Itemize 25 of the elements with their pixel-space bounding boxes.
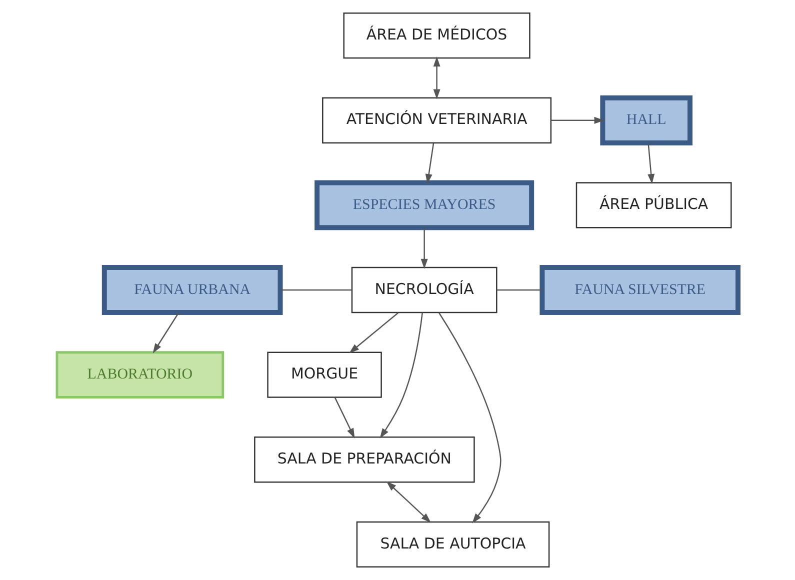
- arrow: [380, 312, 423, 438]
- node-box: SALA DE AUTOPCIA: [356, 521, 550, 568]
- arrow: [433, 56, 440, 100]
- arrow: [152, 312, 180, 354]
- node-box: NECROLOGÍA: [351, 266, 498, 314]
- arrow: [349, 312, 398, 354]
- arrow: [334, 397, 355, 438]
- node-box: LABORATORIO: [56, 351, 224, 399]
- arrow: [550, 116, 604, 124]
- arrow: [386, 481, 431, 523]
- node-box: HALL: [600, 95, 692, 146]
- connector: [496, 289, 542, 291]
- node-box: SALA DE PREPARACIÓN: [254, 436, 475, 483]
- connector: [280, 289, 352, 291]
- node-box: ESPECIES MAYORES: [314, 180, 534, 230]
- node-box: FAUNA SILVESTRE: [540, 265, 740, 315]
- arrow: [438, 312, 502, 524]
- arrow: [648, 143, 655, 184]
- arrow: [425, 143, 434, 184]
- node-box: FAUNA URBANA: [102, 265, 283, 315]
- node-box: ATENCIÓN VETERINARIA: [322, 97, 552, 144]
- arrow: [420, 228, 428, 269]
- node-box: ÁREA PÚBLICA: [576, 182, 732, 228]
- node-box: MORGUE: [267, 352, 382, 398]
- node-box: ÁREA DE MÉDICOS: [343, 12, 530, 59]
